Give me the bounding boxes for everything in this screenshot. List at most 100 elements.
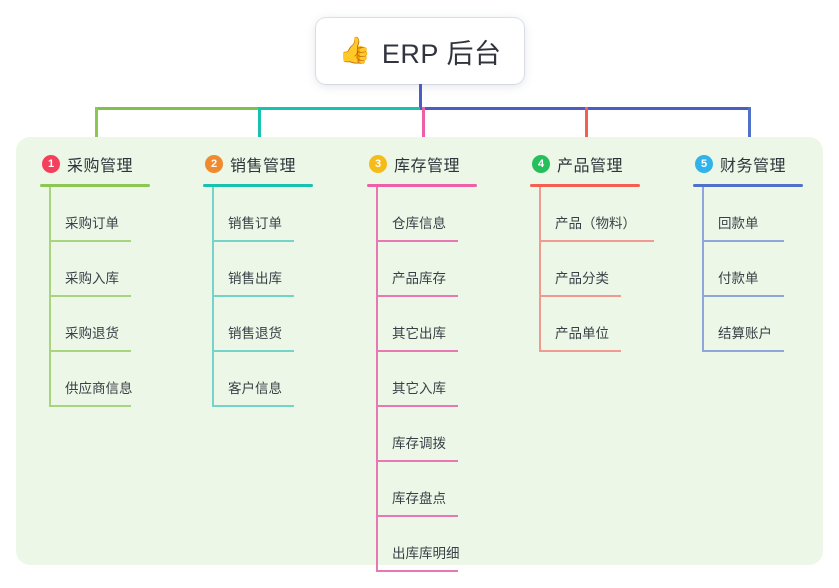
branch-rule-1 [40,184,150,187]
branch-item-label: 库存盘点 [392,491,446,506]
list-item[interactable]: 付款单 [702,242,803,297]
branch-rule-3 [367,184,477,187]
branch-column-3: 3 库存管理仓库信息产品库存其它出库其它入库库存调拨库存盘点出库库明细 [367,149,477,572]
branch-item-label: 客户信息 [228,381,282,396]
branch-item-label: 付款单 [718,271,759,286]
thumbs-up-icon: 👍 [338,35,371,65]
branch-badge-5: 5 [695,155,713,173]
list-item[interactable]: 产品单位 [539,297,640,352]
root-stem [418,84,422,110]
branch-item-label: 仓库信息 [392,216,446,231]
branch-item-rule [378,240,458,242]
branch-spine-2 [212,187,214,407]
branch-header-2[interactable]: 2 销售管理 [203,149,313,179]
branch-spine-4 [539,187,541,352]
branch-item-label: 库存调拨 [392,436,446,451]
branch-items-3: 仓库信息产品库存其它出库其它入库库存调拨库存盘点出库库明细 [376,187,477,572]
list-item[interactable]: 回款单 [702,187,803,242]
branch-item-label: 采购退货 [65,326,119,341]
branch-item-rule [378,460,458,462]
branch-rule-2 [203,184,313,187]
list-item[interactable]: 销售出库 [212,242,313,297]
branch-item-label: 供应商信息 [65,381,133,396]
list-item[interactable]: 产品分类 [539,242,640,297]
branch-item-rule [51,405,131,407]
list-item[interactable]: 销售退货 [212,297,313,352]
branch-item-rule [541,350,621,352]
branch-item-label: 其它出库 [392,326,446,341]
branch-drop-3 [422,107,425,147]
branch-header-3[interactable]: 3 库存管理 [367,149,477,179]
list-item[interactable]: 供应商信息 [49,352,150,407]
list-item[interactable]: 结算账户 [702,297,803,352]
branch-item-rule [214,295,294,297]
branch-item-rule [51,295,131,297]
branch-item-label: 采购订单 [65,216,119,231]
branch-items-4: 产品（物料） 产品分类产品单位 [539,187,654,352]
branch-item-rule [214,405,294,407]
list-item[interactable]: 出库库明细 [376,517,477,572]
branch-item-label: 产品库存 [392,271,446,286]
list-item[interactable]: 客户信息 [212,352,313,407]
branch-drop-1 [95,107,98,147]
branch-item-label: 销售出库 [228,271,282,286]
list-item[interactable]: 库存调拨 [376,407,477,462]
branch-item-label: 回款单 [718,216,759,231]
branch-spine-3 [376,187,378,572]
list-item[interactable]: 采购订单 [49,187,150,242]
branch-item-rule [214,350,294,352]
trunk-segment-1 [95,107,261,110]
branch-drop-4 [585,107,588,147]
branch-spine-5 [702,187,704,352]
branch-item-label: 销售退货 [228,326,282,341]
branch-drop-5 [748,107,751,147]
branch-item-rule [541,240,654,242]
branch-item-label: 结算账户 [718,326,772,341]
branch-item-rule [704,350,784,352]
branch-badge-1: 1 [42,155,60,173]
list-item[interactable]: 产品库存 [376,242,477,297]
branch-items-1: 采购订单采购入库采购退货供应商信息 [49,187,150,407]
branch-item-label: 产品（物料） [555,216,636,231]
list-item[interactable]: 仓库信息 [376,187,477,242]
branch-item-rule [704,295,784,297]
list-item[interactable]: 其它入库 [376,352,477,407]
branch-item-rule [51,350,131,352]
list-item[interactable]: 产品（物料） [539,187,654,242]
list-item[interactable]: 其它出库 [376,297,477,352]
branch-item-rule [51,240,131,242]
branch-drop-2 [258,107,261,147]
branch-item-rule [704,240,784,242]
branch-item-label: 产品单位 [555,326,609,341]
branch-item-rule [378,295,458,297]
branch-item-rule [214,240,294,242]
trunk-segment-2 [258,107,423,110]
branch-title-5: 财务管理 [720,158,787,175]
branch-column-5: 5 财务管理回款单付款单结算账户 [693,149,803,352]
root-node[interactable]: 👍 ERP 后台 [316,18,524,84]
root-node-content: 👍 ERP 后台 [339,32,502,71]
branch-badge-4: 4 [532,155,550,173]
branch-item-label: 其它入库 [392,381,446,396]
branch-title-2: 销售管理 [230,158,297,175]
list-item[interactable]: 采购退货 [49,297,150,352]
branch-badge-2: 2 [205,155,223,173]
list-item[interactable]: 销售订单 [212,187,313,242]
branch-item-rule [541,295,621,297]
list-item[interactable]: 采购入库 [49,242,150,297]
branch-rule-4 [530,184,640,187]
branch-badge-3: 3 [369,155,387,173]
branch-spine-1 [49,187,51,407]
branch-column-2: 2 销售管理销售订单销售出库销售退货客户信息 [203,149,313,407]
branch-rule-5 [693,184,803,187]
branch-item-rule [378,350,458,352]
branch-items-2: 销售订单销售出库销售退货客户信息 [212,187,313,407]
branch-header-5[interactable]: 5 财务管理 [693,149,803,179]
branch-title-3: 库存管理 [394,158,461,175]
list-item[interactable]: 库存盘点 [376,462,477,517]
